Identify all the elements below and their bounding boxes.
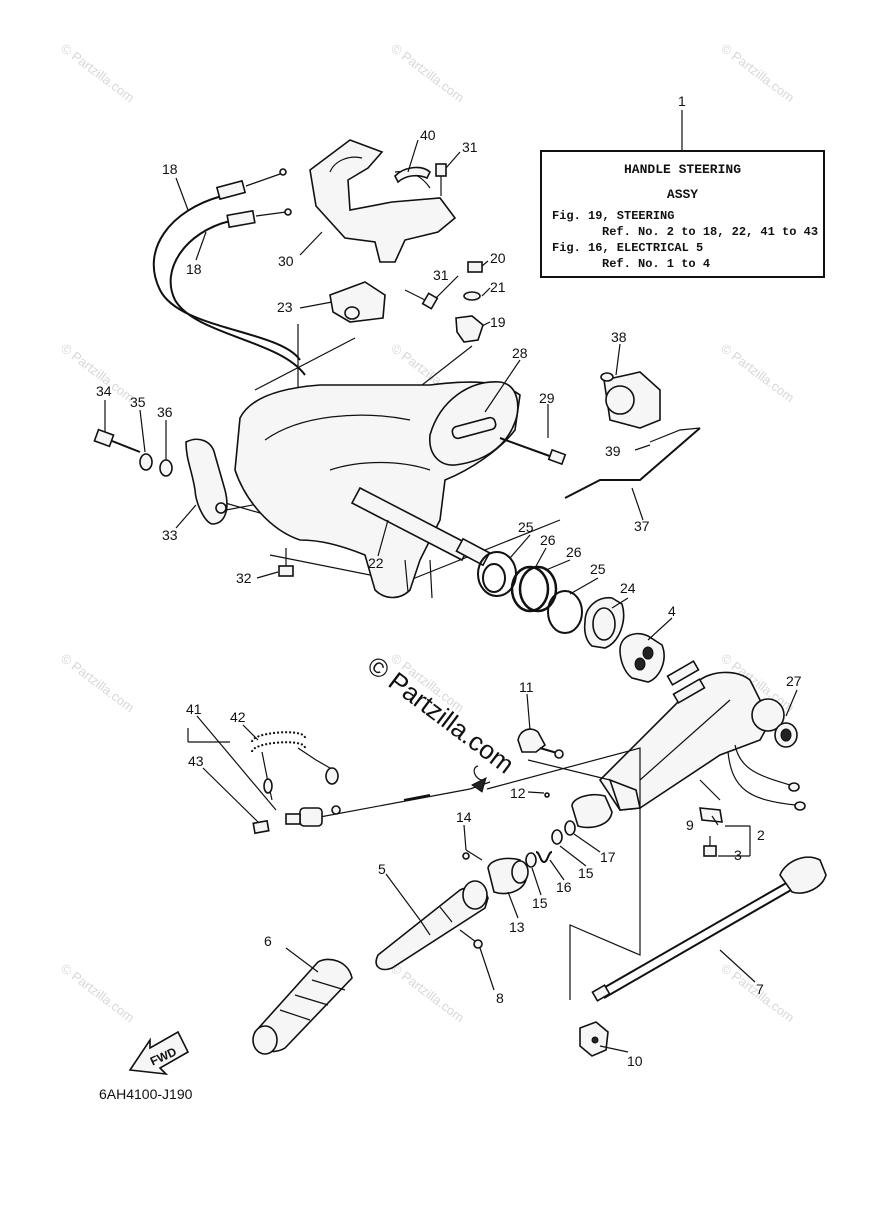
- bolt-32: [278, 548, 294, 577]
- callout-15b: 15: [578, 865, 594, 881]
- callout-29: 29: [539, 390, 555, 406]
- callout-41: 41: [186, 701, 202, 717]
- reference-lines-lower: [187, 728, 751, 1000]
- callout-14: 14: [456, 809, 472, 825]
- callout-27: 27: [786, 673, 802, 689]
- callout-18b: 18: [186, 261, 202, 277]
- plate-28: [429, 381, 519, 466]
- callout-9: 9: [686, 817, 694, 833]
- leader-lines: [104, 110, 798, 1053]
- figure-code: 6AH4100-J190: [99, 1086, 193, 1102]
- callout-12: 12: [510, 785, 526, 801]
- callout-5: 5: [378, 861, 386, 877]
- throttle-cables: [152, 168, 306, 376]
- callout-34: 34: [96, 383, 112, 399]
- bolt-washer-holder: [455, 261, 484, 343]
- clip-40: [394, 166, 431, 184]
- collar-13: [462, 849, 529, 895]
- spring-washers-15-17: [525, 820, 576, 868]
- callout-26b: 26: [566, 544, 582, 560]
- callout-20: 20: [490, 250, 506, 266]
- callout-38: 38: [611, 329, 627, 345]
- steering-handle-bracket-2: [571, 660, 771, 829]
- steering-bracket: [309, 139, 457, 263]
- callout-24: 24: [620, 580, 636, 596]
- callout-8: 8: [496, 990, 504, 1006]
- callout-32: 32: [236, 570, 252, 586]
- watermark-tile: © Partzilla.com: [718, 340, 797, 405]
- info-ref-line-4: Ref. No. 1 to 4: [602, 257, 711, 271]
- throttle-rod-7: [591, 856, 827, 1002]
- callout-33: 33: [162, 527, 178, 543]
- nut-27: [751, 698, 798, 748]
- callout-16: 16: [556, 879, 572, 895]
- callout-7: 7: [756, 981, 764, 997]
- watermark-tile: © Partzilla.com: [388, 40, 467, 105]
- plate-9-screw-3: [699, 807, 723, 857]
- callout-25b: 25: [590, 561, 606, 577]
- friction-lever-33: [185, 438, 228, 525]
- callout-23: 23: [277, 299, 293, 315]
- fwd-arrow: FWD: [128, 1030, 190, 1076]
- watermark-tile: © Partzilla.com: [58, 650, 137, 715]
- callout-10: 10: [627, 1053, 643, 1069]
- callout-3: 3: [734, 847, 742, 863]
- info-ref-line-1: Fig. 19, STEERING: [552, 209, 675, 223]
- holder-23: [329, 281, 386, 323]
- bolts-31: [404, 163, 447, 310]
- watermark-tile: © Partzilla.com: [388, 960, 467, 1025]
- info-title: HANDLE STEERING: [623, 162, 742, 177]
- bolt-29: [499, 437, 567, 466]
- callout-39: 39: [605, 443, 621, 459]
- grommet-4: [619, 632, 665, 683]
- throttle-stop-knob-11: [517, 728, 564, 798]
- block-10: [579, 1021, 609, 1057]
- clip-43: [252, 819, 270, 835]
- callout-40: 40: [420, 127, 436, 143]
- callout-11: 11: [519, 679, 534, 695]
- callout-25a: 25: [518, 519, 534, 535]
- watermark-tile: © Partzilla.com: [58, 40, 137, 105]
- callout-35: 35: [130, 394, 146, 410]
- callout-26a: 26: [540, 532, 556, 548]
- shaft-22: [350, 486, 491, 567]
- bolt-washers-34-36: [93, 428, 173, 477]
- screw-8: [459, 929, 483, 949]
- info-ref-line-2: Ref. No. 2 to 18, 22, 41 to 43: [602, 225, 819, 239]
- callout-18a: 18: [162, 161, 178, 177]
- callout-31a: 31: [462, 139, 478, 155]
- engine-stop-switch-41: [285, 765, 491, 827]
- callout-28: 28: [512, 345, 528, 361]
- callouts: 1 2 3 4 5 6 7 8 9 10 11 12 13 14 15 15 1…: [96, 93, 802, 1069]
- reference-info-box: HANDLE STEERING ASSY Fig. 19, STEERING R…: [540, 150, 825, 278]
- watermark-tile: © Partzilla.com: [718, 40, 797, 105]
- lanyard-42: [251, 731, 339, 801]
- rings-24-26: [477, 551, 625, 649]
- info-ref-line-3: Fig. 16, ELECTRICAL 5: [552, 241, 704, 255]
- callout-42: 42: [230, 709, 246, 725]
- callout-43: 43: [188, 753, 204, 769]
- grip-6: [252, 958, 353, 1055]
- callout-2: 2: [757, 827, 765, 843]
- callout-30: 30: [278, 253, 294, 269]
- callout-6: 6: [264, 933, 272, 949]
- callout-22: 22: [368, 555, 384, 571]
- callout-21: 21: [490, 279, 506, 295]
- callout-13: 13: [509, 919, 525, 935]
- callout-36: 36: [157, 404, 173, 420]
- watermark-tile: © Partzilla.com: [58, 960, 137, 1025]
- throttle-shaft-5: [375, 880, 489, 971]
- callout-31b: 31: [433, 267, 449, 283]
- callout-37: 37: [634, 518, 650, 534]
- callout-1: 1: [678, 93, 686, 109]
- cables-lower: [727, 744, 806, 811]
- callout-17: 17: [600, 849, 616, 865]
- stop-switch-38: [564, 371, 701, 499]
- callout-15a: 15: [532, 895, 548, 911]
- callout-4: 4: [668, 603, 676, 619]
- callout-19: 19: [490, 314, 506, 330]
- info-subtitle: ASSY: [666, 187, 699, 202]
